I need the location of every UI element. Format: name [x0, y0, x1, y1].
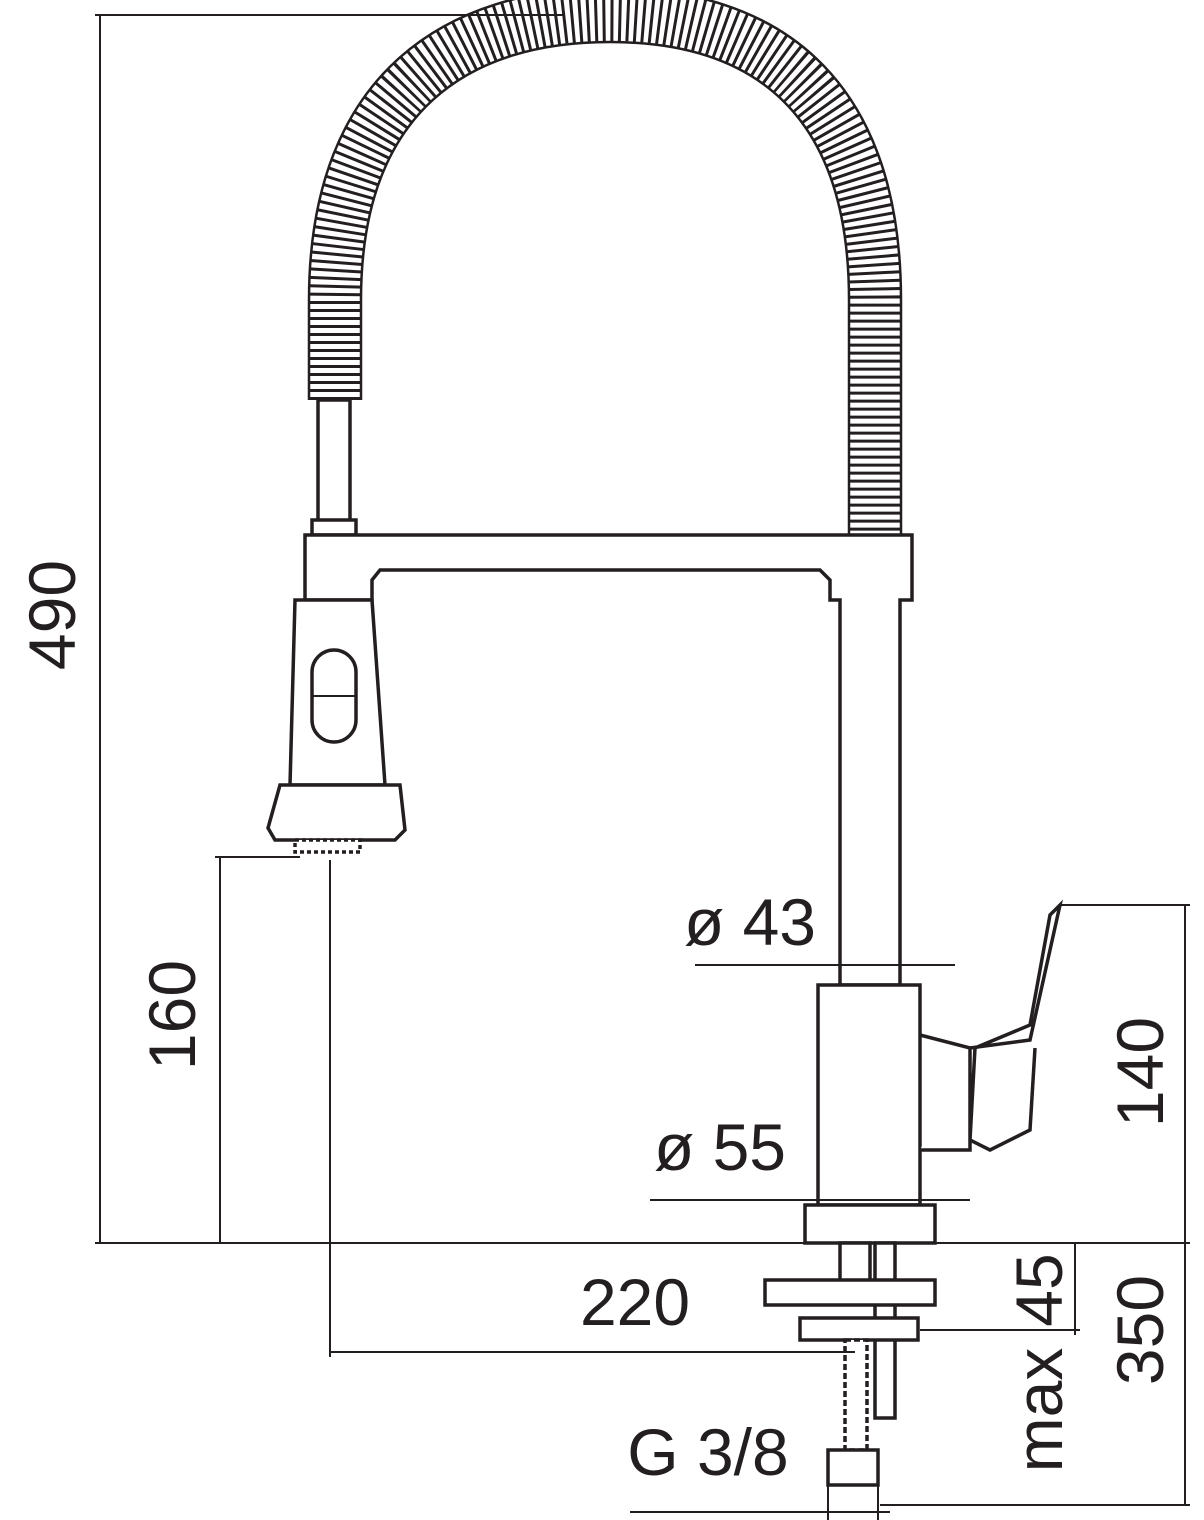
- supply-hose: [843, 1338, 869, 1452]
- spring-coil: [309, 0, 901, 535]
- dimension-lines: [95, 14, 1190, 1520]
- dim-spout-diameter: ø 43: [684, 885, 816, 959]
- dim-spout-reach: 220: [580, 1265, 690, 1339]
- dim-max-label: max: [1002, 1348, 1076, 1473]
- dim-deck-thickness: 45: [1002, 1253, 1076, 1326]
- dim-body-height: 140: [1103, 1017, 1177, 1127]
- spring-outline-inner: [359, 40, 851, 535]
- spray-outlet: [293, 838, 362, 854]
- dim-hose-length: 350: [1103, 1275, 1177, 1385]
- spring-outline-outer: [307, 0, 903, 535]
- spray-head-nozzle: [266, 783, 407, 842]
- dim-total-height: 490: [15, 560, 89, 670]
- shank: [838, 1241, 872, 1285]
- dim-outlet-height: 160: [135, 960, 209, 1070]
- hose-rod: [316, 398, 352, 530]
- mixer-body: [816, 983, 922, 1207]
- fixing-plate: [763, 1278, 937, 1307]
- spout-arm: [303, 533, 914, 987]
- dim-connection-thread: G 3/8: [627, 1415, 788, 1489]
- faucet-outline: [266, 0, 1064, 1487]
- base-ring: [803, 1203, 937, 1245]
- lever-handle: [919, 899, 1064, 1152]
- fixing-nut: [798, 1316, 920, 1342]
- hose-connector: [826, 1448, 880, 1487]
- hose-collar: [310, 518, 358, 537]
- dim-body-diameter: ø 55: [654, 1110, 786, 1184]
